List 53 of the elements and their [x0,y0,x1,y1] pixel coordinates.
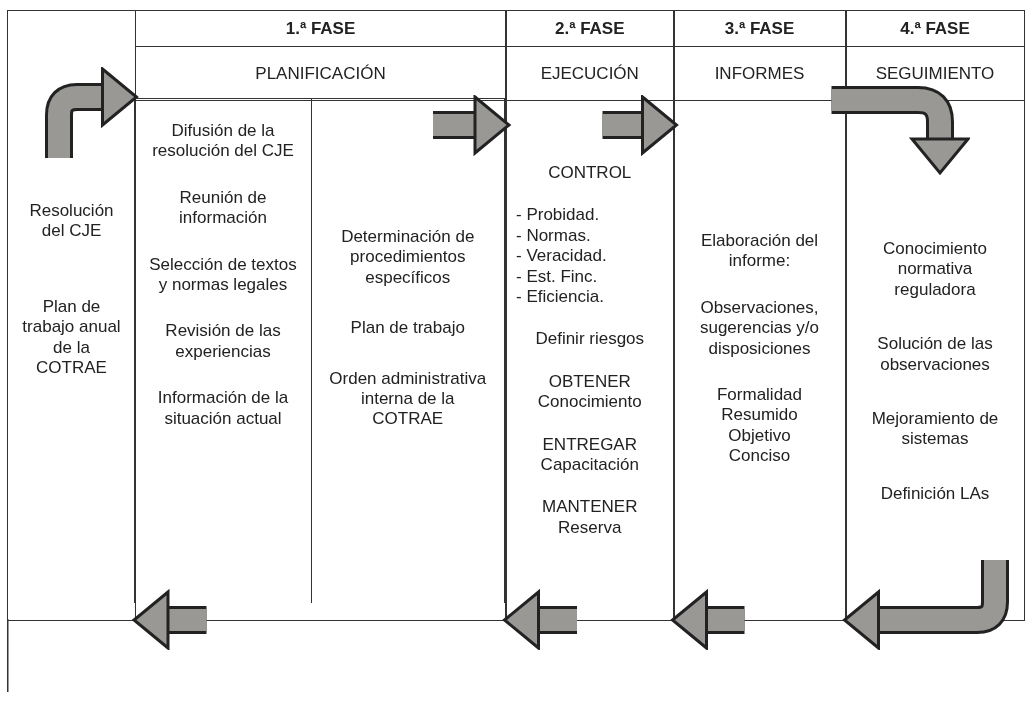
cell-text: Reunión de información [178,187,268,229]
stage-heading: INFORMES [714,63,805,84]
block-arrow [132,590,207,650]
cell-text: Objetivo [728,425,791,447]
cell-text: Plan de trabajo [350,318,465,339]
phase-heading: 4.ª FASE [900,18,970,39]
cell-text: - Normas. [515,225,591,247]
table-column [7,10,136,621]
block-arrow [45,67,138,158]
cell-text: Información de la situación actual [156,388,290,429]
cell-text: Formalidad [716,384,802,406]
cell-text: Conocimiento normativa reguladora [882,239,988,301]
cell-text: Mejoramiento de sistemas [870,408,1000,450]
block-arrow [831,86,970,175]
cell-text: MANTENER Reserva [541,497,639,539]
stage-heading: PLANIFICACIÓN [255,63,386,84]
cell-text: ENTREGAR Capacitación [539,434,640,476]
cell-text: Selección de textos y normas legales [148,254,298,296]
block-arrow [433,95,511,155]
cell-text: Plan de trabajo anual de la COTRAE [21,296,122,379]
phase-heading: 1.ª FASE [285,18,356,39]
cell-text: Revisión de las experiencias [164,321,282,363]
cell-text: - Probidad. [515,205,600,226]
cell-text: Definición LAs [880,483,990,505]
cell-text: CONTROL [548,163,632,184]
phase-column [134,10,507,621]
cell-text: Solución de las observaciones [876,334,994,375]
stage-heading: EJECUCIÓN [540,63,639,84]
cell-text: Resolución del CJE [28,201,115,242]
cell-text: Elaboración del informe: [699,231,820,272]
table-column [134,98,312,603]
block-arrow [843,560,1009,650]
cell-text: - Veracidad. [515,246,607,267]
cell-text: - Est. Finc. [515,266,598,287]
phase-column [845,10,1025,621]
phase-column [505,10,675,621]
block-arrow [671,590,745,650]
cell-text: Conciso [728,446,791,467]
cell-text: Definir riesgos [535,329,645,350]
block-arrow [602,95,678,155]
phase-heading: 2.ª FASE [554,18,625,39]
cell-text: Observaciones, sugerencias y/o disposiciones [698,297,821,359]
phase-column [672,10,847,621]
cell-text: Resumido [721,405,798,426]
cell-text: OBTENER Conocimiento [536,371,643,413]
phase-heading: 3.ª FASE [724,18,795,39]
block-arrow [503,590,577,650]
cell-text: Difusión de la resolución del CJE [151,121,295,162]
cell-text: - Eficiencia. [515,286,604,308]
stage-heading: SEGUIMIENTO [875,63,995,84]
table-column [310,98,505,603]
cell-text: Orden administrativa interna de la COTRAE [328,368,488,430]
cell-text: Determinación de procedimientos específicos [340,227,476,289]
